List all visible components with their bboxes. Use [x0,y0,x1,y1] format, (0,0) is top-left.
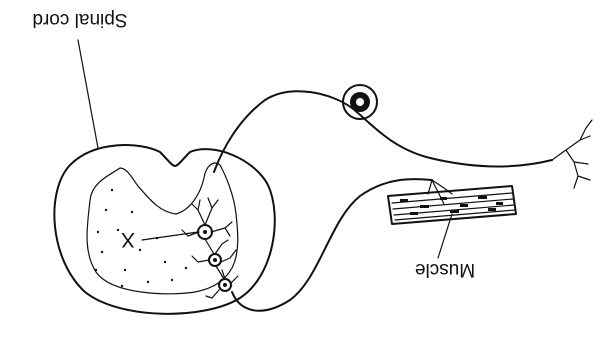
interneuron-cluster [142,198,238,298]
muscle-tissue [388,186,516,224]
neuron-cell-body [213,258,217,262]
sensory-fibre [214,91,552,172]
motor-fibre [232,179,432,311]
neuron-cell-body [223,283,227,287]
neuron-cell-body [203,230,207,234]
grey-matter-outline [87,163,238,294]
sensory-endings [552,120,592,188]
x-marker-label: X [121,227,135,251]
spinal-cord-label: Spinal cord [14,8,146,30]
grey-matter-speckles [95,189,187,287]
muscle-label: Muscle [395,258,495,280]
leader-spinal-cord [78,40,98,148]
